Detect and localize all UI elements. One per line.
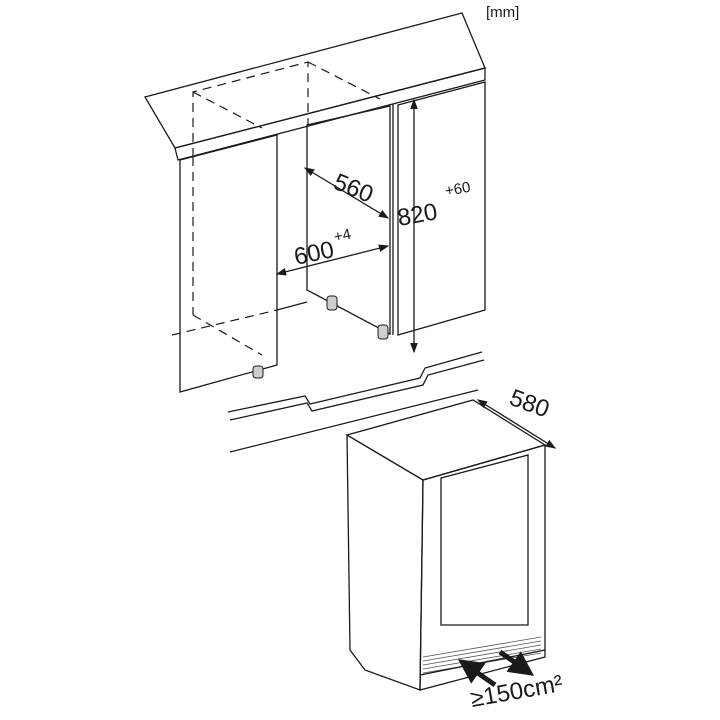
niche-depth-label: 560 bbox=[330, 169, 377, 209]
feet bbox=[252, 295, 389, 379]
niche-height-label: 820 bbox=[395, 198, 439, 232]
depth-560-line bbox=[303, 167, 390, 219]
niche-width-label: 600 bbox=[292, 236, 337, 271]
hidden-outline bbox=[171, 61, 381, 356]
niche-side-panel bbox=[306, 105, 391, 336]
air-in-arrow bbox=[457, 659, 497, 688]
air-out-arrow bbox=[498, 649, 535, 676]
unit-label: [mm] bbox=[486, 4, 519, 21]
niche-width-tolerance: +4 bbox=[332, 226, 352, 246]
floor-lines bbox=[227, 351, 485, 453]
countertop bbox=[144, 12, 486, 161]
niche-height-tolerance: +60 bbox=[444, 179, 472, 200]
wine-cabinet-appliance bbox=[345, 399, 547, 691]
width-600-line bbox=[275, 244, 390, 276]
depth-580-line bbox=[476, 399, 557, 449]
right-cabinet bbox=[397, 81, 486, 336]
appliance-depth-label: 580 bbox=[506, 384, 553, 423]
door-glass bbox=[440, 454, 529, 626]
left-cabinet bbox=[179, 134, 278, 393]
